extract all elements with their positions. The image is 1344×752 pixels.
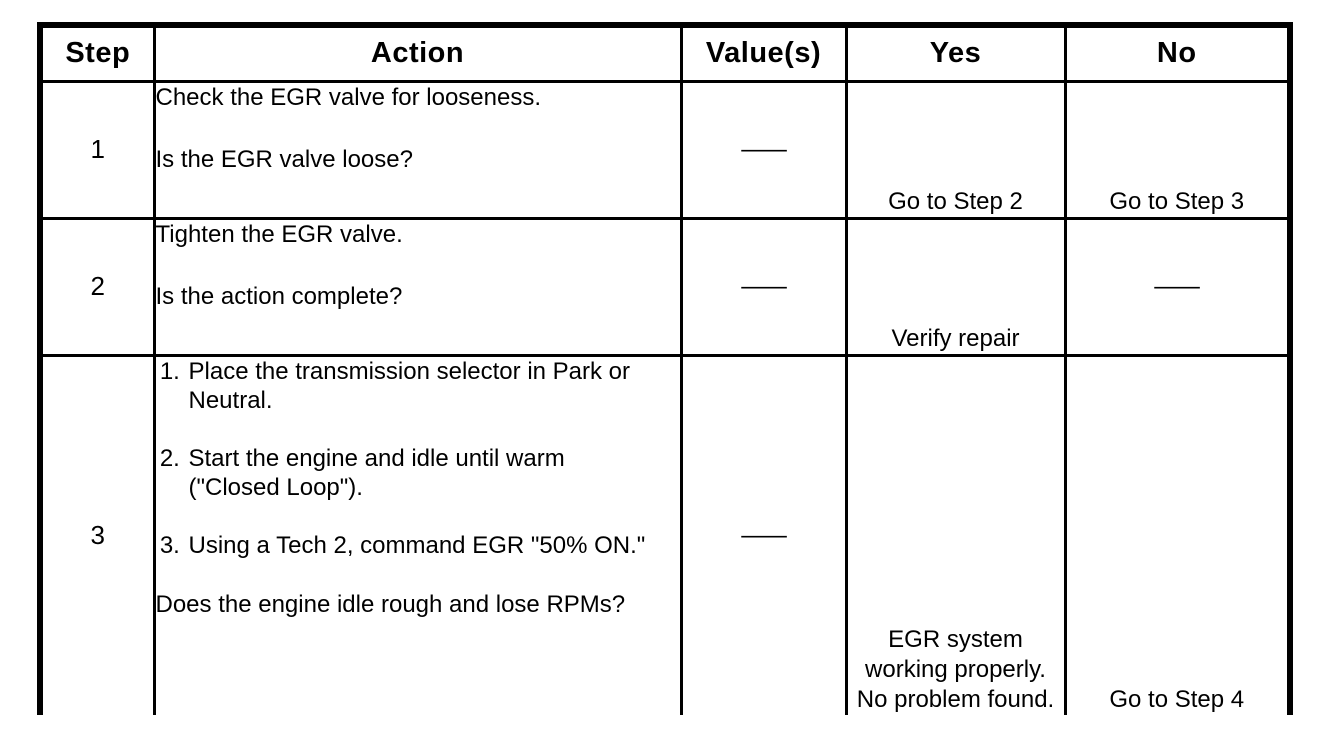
value-dash: — (740, 272, 787, 300)
table-row-step-2: 2 Tighten the EGR valve. Is the action c… (38, 216, 1292, 357)
action-paragraph: Check the EGR valve for looseness. (155, 83, 542, 111)
action-list-item: Place the transmission selector in Park … (187, 358, 679, 415)
no-cell: — (1063, 216, 1292, 357)
action-list-item: Using a Tech 2, command EGR "50% ON." (187, 531, 679, 560)
action-cell: Check the EGR valve for looseness. Is th… (152, 79, 683, 220)
col-header-action: Action (152, 23, 683, 83)
step-number: 3 (38, 353, 156, 715)
no-cell: Go to Step 3 (1063, 79, 1292, 220)
table-row-step-3: 3 Place the transmission selector in Par… (38, 353, 1292, 715)
action-cell: Tighten the EGR valve. Is the action com… (152, 216, 683, 357)
value-dash: — (740, 135, 787, 163)
header-row: Step Action Value(s) Yes No (38, 23, 1292, 83)
yes-cell: Go to Step 2 (844, 79, 1067, 220)
diagnostic-table: Step Action Value(s) Yes No 1 Check the … (37, 22, 1293, 715)
col-header-values: Value(s) (679, 23, 848, 83)
value-dash: — (740, 521, 787, 549)
value-cell: — (679, 353, 848, 715)
value-cell: — (679, 79, 848, 220)
yes-cell: EGR system working properly. No problem … (844, 353, 1067, 715)
yes-cell: Verify repair (844, 216, 1067, 357)
action-paragraph: Tighten the EGR valve. (155, 220, 403, 248)
col-header-step: Step (38, 23, 156, 83)
col-header-yes: Yes (844, 23, 1067, 83)
action-question: Is the action complete? (155, 282, 403, 310)
value-cell: — (679, 216, 848, 357)
col-header-no: No (1063, 23, 1292, 83)
step-number: 1 (38, 79, 156, 220)
action-numbered-list: Place the transmission selector in Park … (157, 358, 679, 560)
action-question: Is the EGR valve loose? (155, 145, 413, 173)
action-question: Does the engine idle rough and lose RPMs… (155, 590, 626, 618)
action-list-item: Start the engine and idle until warm ("C… (187, 444, 679, 502)
step-number: 2 (38, 216, 156, 357)
table-row-step-1: 1 Check the EGR valve for looseness. Is … (38, 79, 1292, 220)
no-cell: Go to Step 4 (1063, 353, 1292, 715)
action-cell: Place the transmission selector in Park … (152, 353, 683, 715)
no-dash: — (1153, 272, 1200, 300)
